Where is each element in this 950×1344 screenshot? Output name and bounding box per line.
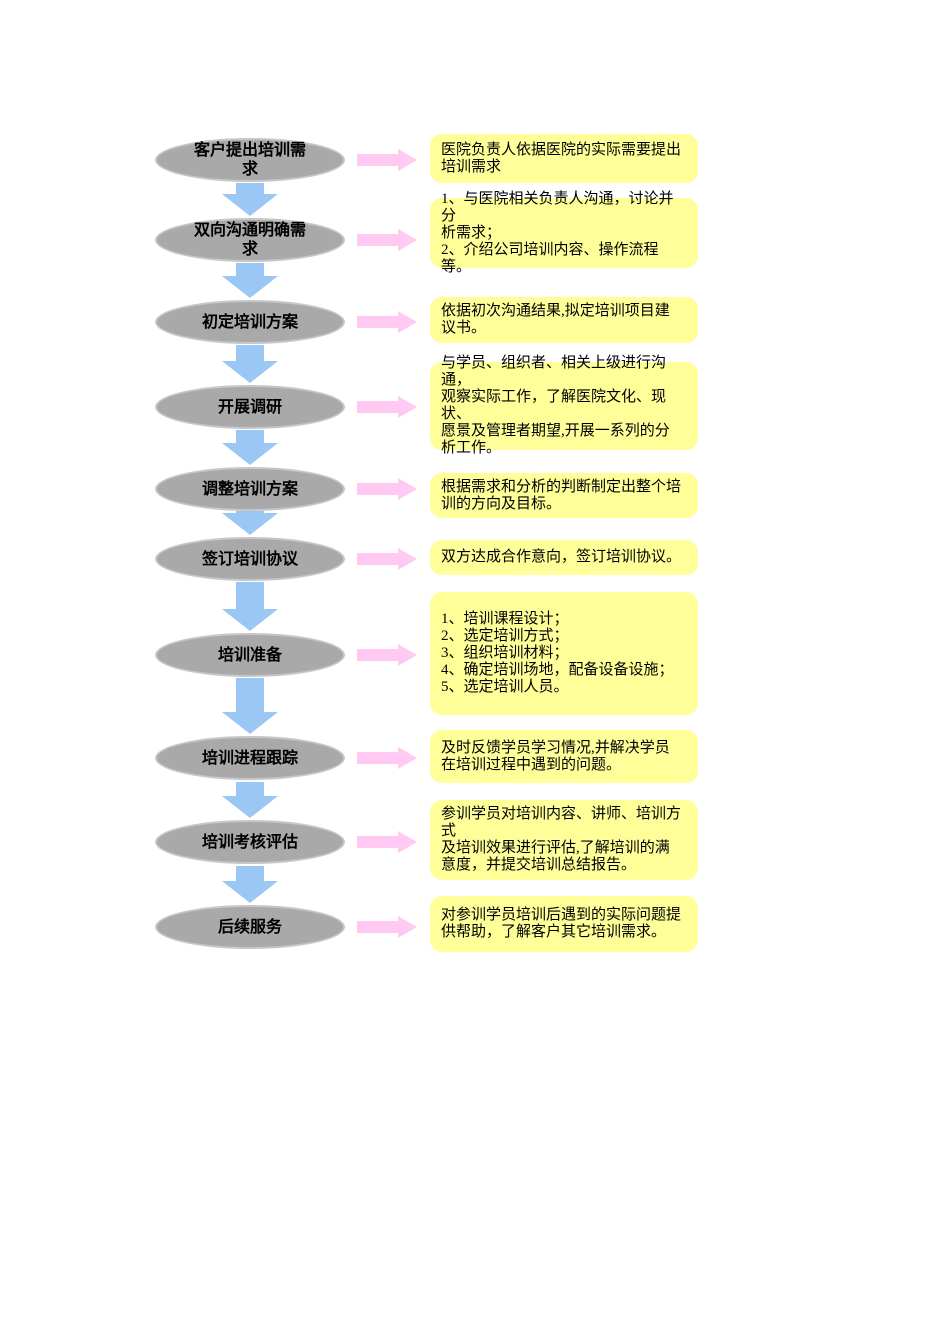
step-10-label: 后续服务 <box>217 918 282 936</box>
step-9-note-text: 参训学员对培训内容、讲师、培训方式 及培训效果进行评估,了解培训的满 意度，并提… <box>441 806 682 873</box>
step-2-note: 1、与医院相关负责人沟通，讨论并分 析需求； 2、介绍公司培训内容、操作流程等。 <box>430 191 698 275</box>
step-2-note-text: 1、与医院相关负责人沟通，讨论并分 析需求； 2、介绍公司培训内容、操作流程等。 <box>441 190 674 275</box>
step-10-node: 后续服务 <box>155 905 345 949</box>
down-arrow-icon <box>222 183 278 216</box>
right-arrow-icon <box>357 548 417 570</box>
step-10-note: 对参训学员培训后遇到的实际问题提 供帮助，了解客户其它培训需求。 <box>430 896 698 952</box>
step-4-node: 开展调研 <box>155 385 345 429</box>
step-8-note: 及时反馈学员学习情况,并解决学员 在培训过程中遇到的问题。 <box>430 730 698 783</box>
step-3-node: 初定培训方案 <box>155 300 345 344</box>
down-arrow-icon <box>222 345 278 383</box>
step-6-node: 签订培训协议 <box>155 537 345 581</box>
step-7-node: 培训准备 <box>155 633 345 677</box>
down-arrow-icon <box>222 430 278 465</box>
down-arrow-icon <box>222 263 278 298</box>
step-3-note: 依据初次沟通结果,拟定培训项目建 议书。 <box>430 297 698 343</box>
step-7-note: 1、培训课程设计； 2、选定培训方式； 3、组织培训材料； 4、确定培训场地，配… <box>430 592 698 715</box>
right-arrow-icon <box>357 229 417 251</box>
step-9-note: 参训学员对培训内容、讲师、培训方式 及培训效果进行评估,了解培训的满 意度，并提… <box>430 800 698 880</box>
step-9-label: 培训考核评估 <box>201 833 298 851</box>
step-2-node: 双向沟通明确需 求 <box>155 218 345 262</box>
right-arrow-icon <box>357 311 417 333</box>
step-1-note: 医院负责人依据医院的实际需要提出 培训需求 <box>430 134 698 183</box>
right-arrow-icon <box>357 478 417 500</box>
step-8-label: 培训进程跟踪 <box>201 749 298 767</box>
step-6-label: 签订培训协议 <box>201 550 298 568</box>
step-3-label: 初定培训方案 <box>201 313 298 331</box>
step-8-note-text: 及时反馈学员学习情况,并解决学员 在培训过程中遇到的问题。 <box>441 739 670 773</box>
right-arrow-icon <box>357 644 417 666</box>
step-5-note-text: 根据需求和分析的判断制定出整个培 训的方向及目标。 <box>441 478 682 512</box>
step-5-node: 调整培训方案 <box>155 467 345 511</box>
step-6-note: 双方达成合作意向，签订培训协议。 <box>430 540 698 575</box>
step-4-note-text: 与学员、组织者、相关上级进行沟通， 观察实际工作，了解医院文化、现状、 愿景及管… <box>441 355 670 456</box>
step-3-note-text: 依据初次沟通结果,拟定培训项目建 议书。 <box>441 303 670 336</box>
step-10-note-text: 对参训学员培训后遇到的实际问题提 供帮助，了解客户其它培训需求。 <box>441 907 682 940</box>
down-arrow-icon <box>222 866 278 903</box>
step-4-note: 与学员、组织者、相关上级进行沟通， 观察实际工作，了解医院文化、现状、 愿景及管… <box>430 355 698 456</box>
step-7-label: 培训准备 <box>217 646 282 664</box>
down-arrow-icon <box>222 782 278 818</box>
step-1-note-text: 医院负责人依据医院的实际需要提出 培训需求 <box>441 141 682 175</box>
right-arrow-icon <box>357 747 417 769</box>
step-5-note: 根据需求和分析的判断制定出整个培 训的方向及目标。 <box>430 473 698 518</box>
step-1-label: 客户提出培训需 求 <box>193 142 306 178</box>
down-arrow-icon <box>222 582 278 631</box>
step-7-note-text: 1、培训课程设计； 2、选定培训方式； 3、组织培训材料； 4、确定培训场地，配… <box>441 611 674 695</box>
step-9-node: 培训考核评估 <box>155 820 345 864</box>
right-arrow-icon <box>357 831 417 853</box>
right-arrow-icon <box>357 396 417 418</box>
step-8-node: 培训进程跟踪 <box>155 736 345 780</box>
step-2-label: 双向沟通明确需 求 <box>193 222 306 258</box>
right-arrow-icon <box>357 149 417 171</box>
down-arrow-icon <box>222 678 278 734</box>
step-6-note-text: 双方达成合作意向，签订培训协议。 <box>441 549 682 565</box>
down-arrow-icon <box>222 511 278 535</box>
step-1-node: 客户提出培训需 求 <box>155 138 345 182</box>
right-arrow-icon <box>357 916 417 938</box>
step-4-label: 开展调研 <box>217 398 282 416</box>
step-5-label: 调整培训方案 <box>201 480 298 498</box>
